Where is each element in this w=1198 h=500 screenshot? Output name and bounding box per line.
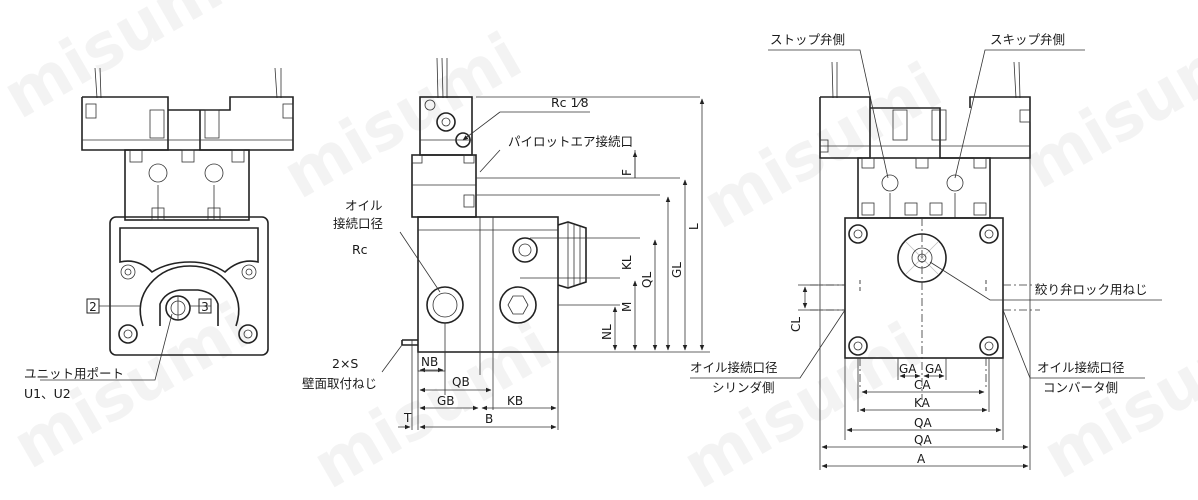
stop-valve-label: ストップ弁側 xyxy=(770,32,845,47)
oil-conv-label-1: オイル接続口径 xyxy=(1037,360,1125,375)
dim-GA-left: GA xyxy=(899,362,917,376)
unit-port-label: ユニット用ポート xyxy=(24,366,124,381)
port-3-label: 3 xyxy=(201,300,209,314)
oil-label-rc: Rc xyxy=(352,242,368,257)
dim-KL: KL xyxy=(620,255,634,270)
oil-conv-label-2: コンバータ側 xyxy=(1043,380,1118,395)
dim-B: B xyxy=(485,412,493,426)
middle-view: Rc 1⁄8 パイロットエア接続口 オイル 接続口径 Rc 2×S 壁面取付ねじ… xyxy=(302,57,710,430)
oil-cyl-label-2: シリンダ側 xyxy=(712,380,775,395)
dim-QA-outer: QA xyxy=(914,433,932,447)
dim-KB: KB xyxy=(507,394,523,408)
skip-valve-label: スキップ弁側 xyxy=(990,32,1065,47)
dim-L: L xyxy=(687,223,701,230)
dim-QA-inner: QA xyxy=(914,416,932,430)
port-2-label: 2 xyxy=(89,300,97,314)
dim-QB: QB xyxy=(452,375,470,389)
watermark: misumi xyxy=(301,309,564,500)
left-view: 2 3 ユニット用ポート U1、U2 xyxy=(24,67,294,401)
watermark: misumi xyxy=(1031,299,1198,494)
watermark: misumi xyxy=(0,0,254,134)
dim-GL: GL xyxy=(670,262,684,278)
dim-CL: CL xyxy=(789,317,803,332)
dim-F: F xyxy=(620,169,634,176)
watermark: misumi xyxy=(671,309,934,500)
oil-cyl-label-1: オイル接続口径 xyxy=(690,360,778,375)
dim-KA: KA xyxy=(914,396,931,410)
unit-port-values: U1、U2 xyxy=(24,386,71,401)
dim-QL: QL xyxy=(640,272,654,288)
oil-label-2: 接続口径 xyxy=(333,216,383,231)
dim-NL: NL xyxy=(600,324,614,340)
oil-label-1: オイル xyxy=(345,198,383,213)
dim-GB: GB xyxy=(437,394,455,408)
mount-count-label: 2×S xyxy=(332,356,358,371)
throttle-lock-label: 絞り弁ロック用ねじ xyxy=(1035,282,1148,297)
pilot-air-label: パイロットエア接続口 xyxy=(508,134,633,149)
mount-screw-label: 壁面取付ねじ xyxy=(302,376,377,391)
dim-T: T xyxy=(403,411,412,425)
dim-NB: NB xyxy=(421,355,438,369)
right-view: ストップ弁側 スキップ弁側 絞り弁ロック用ねじ オイル接続口径 シリンダ側 オイ… xyxy=(690,32,1162,470)
rc18-label: Rc 1⁄8 xyxy=(551,95,589,110)
dim-GA-right: GA xyxy=(925,362,943,376)
dim-CA: CA xyxy=(914,378,931,392)
dim-A: A xyxy=(917,452,926,466)
dim-M: M xyxy=(620,302,634,312)
